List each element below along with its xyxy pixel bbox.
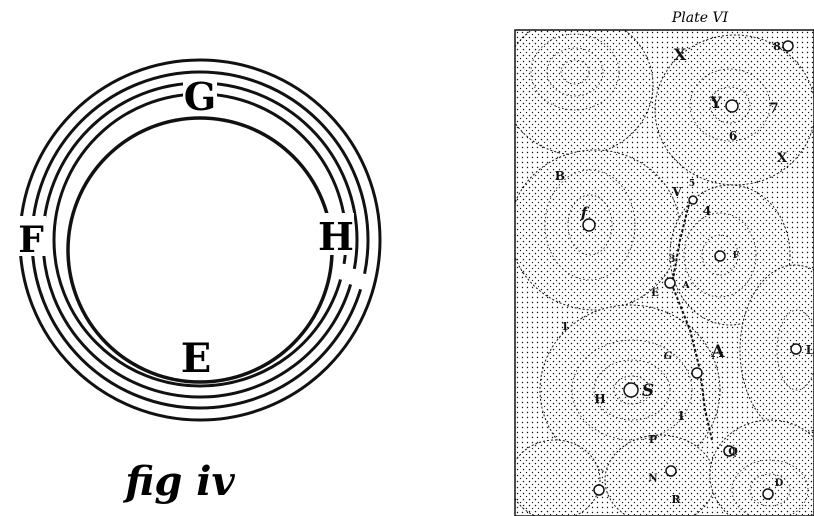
label-d: D [775, 478, 784, 489]
label-1-left: 1 [561, 320, 569, 333]
label-7: 7 [769, 101, 778, 116]
fig-iv-diagram: G F H E fig iv [14, 60, 380, 505]
label-l: L [806, 343, 814, 357]
ring-label-right: H [318, 214, 354, 259]
vortex-top-left [503, 15, 653, 155]
plate-vi: Plate VI [503, 10, 814, 516]
body-bottom-left [594, 485, 604, 495]
ring-label-left: F [18, 219, 44, 261]
body-s [624, 383, 638, 397]
vortex-field [503, 15, 814, 516]
body-f-big [715, 251, 725, 261]
label-g: G [664, 351, 673, 362]
body-g [692, 368, 702, 378]
label-f-big: F [733, 251, 740, 261]
vortex-f-small [510, 150, 680, 310]
ring-label-bottom: E [181, 335, 212, 382]
label-x-right: X [777, 151, 788, 166]
label-q: Q [728, 445, 738, 458]
label-a-small: A [682, 281, 691, 291]
label-6: 6 [729, 129, 737, 143]
body-l [791, 344, 801, 354]
body-d [763, 489, 773, 499]
body-n [666, 466, 676, 476]
label-1: 1 [677, 409, 685, 423]
body-v [689, 196, 697, 204]
label-r: R [671, 493, 681, 506]
label-b: B [555, 169, 565, 183]
label-8: 8 [773, 40, 781, 53]
label-y: Y [709, 93, 722, 112]
label-p: P [649, 433, 657, 446]
label-n: N [648, 473, 657, 484]
label-v: V [671, 185, 682, 199]
body-8 [783, 41, 793, 51]
body-y [726, 100, 738, 112]
label-h: H [594, 392, 605, 406]
ring-label-top: G [184, 74, 216, 119]
label-e: E [651, 288, 659, 299]
body-e [665, 278, 675, 288]
plate-title: Plate VI [671, 10, 729, 26]
label-a: A [710, 342, 725, 362]
label-s: S [642, 381, 654, 401]
label-3: 3 [669, 254, 676, 265]
fig-caption: fig iv [122, 458, 235, 505]
label-x-top: X [674, 45, 687, 64]
label-4: 4 [703, 204, 711, 218]
label-5: 5 [689, 179, 695, 189]
